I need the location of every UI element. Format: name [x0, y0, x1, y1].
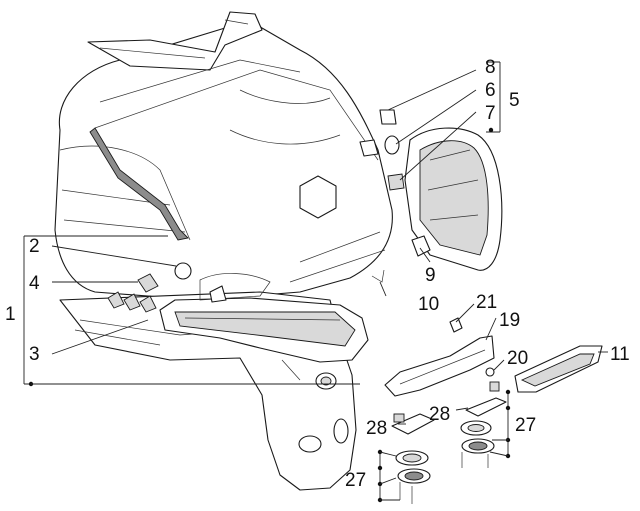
- callout-7: 7: [485, 103, 496, 124]
- callout-2: 2: [29, 236, 40, 257]
- rear-fairing-body: [54, 11, 393, 301]
- callout-28-right: 28: [429, 404, 450, 425]
- leader-lines: [23, 61, 608, 503]
- callout-20: 20: [507, 348, 528, 369]
- lens-screws: [107, 262, 192, 313]
- hexagon-emblem: [299, 175, 337, 219]
- callout-6: 6: [485, 80, 496, 101]
- plate-lamp-left: [391, 413, 435, 504]
- callout-5: 5: [509, 90, 520, 111]
- callout-9: 9: [425, 265, 436, 286]
- callout-labels: 1 2 3 4 5 6 7 8 9 10 11 19 20 21 27 27 2…: [5, 57, 630, 491]
- callout-27-right: 27: [515, 415, 536, 436]
- callout-10: 10: [418, 294, 439, 315]
- callout-28-left: 28: [366, 418, 387, 439]
- callout-11: 11: [610, 344, 630, 365]
- callout-21: 21: [476, 292, 497, 313]
- callout-19: 19: [499, 310, 520, 331]
- callout-4: 4: [29, 273, 40, 294]
- rear-reflector: [514, 345, 603, 393]
- tail-light: [159, 273, 369, 363]
- callout-3: 3: [29, 344, 40, 365]
- callout-27-left: 27: [345, 470, 366, 491]
- plate-lamp-right: [460, 381, 507, 468]
- turn-signal-assembly: [359, 109, 503, 283]
- callout-1: 1: [5, 304, 16, 325]
- license-plate-holder: [384, 317, 495, 397]
- callout-8: 8: [485, 57, 496, 78]
